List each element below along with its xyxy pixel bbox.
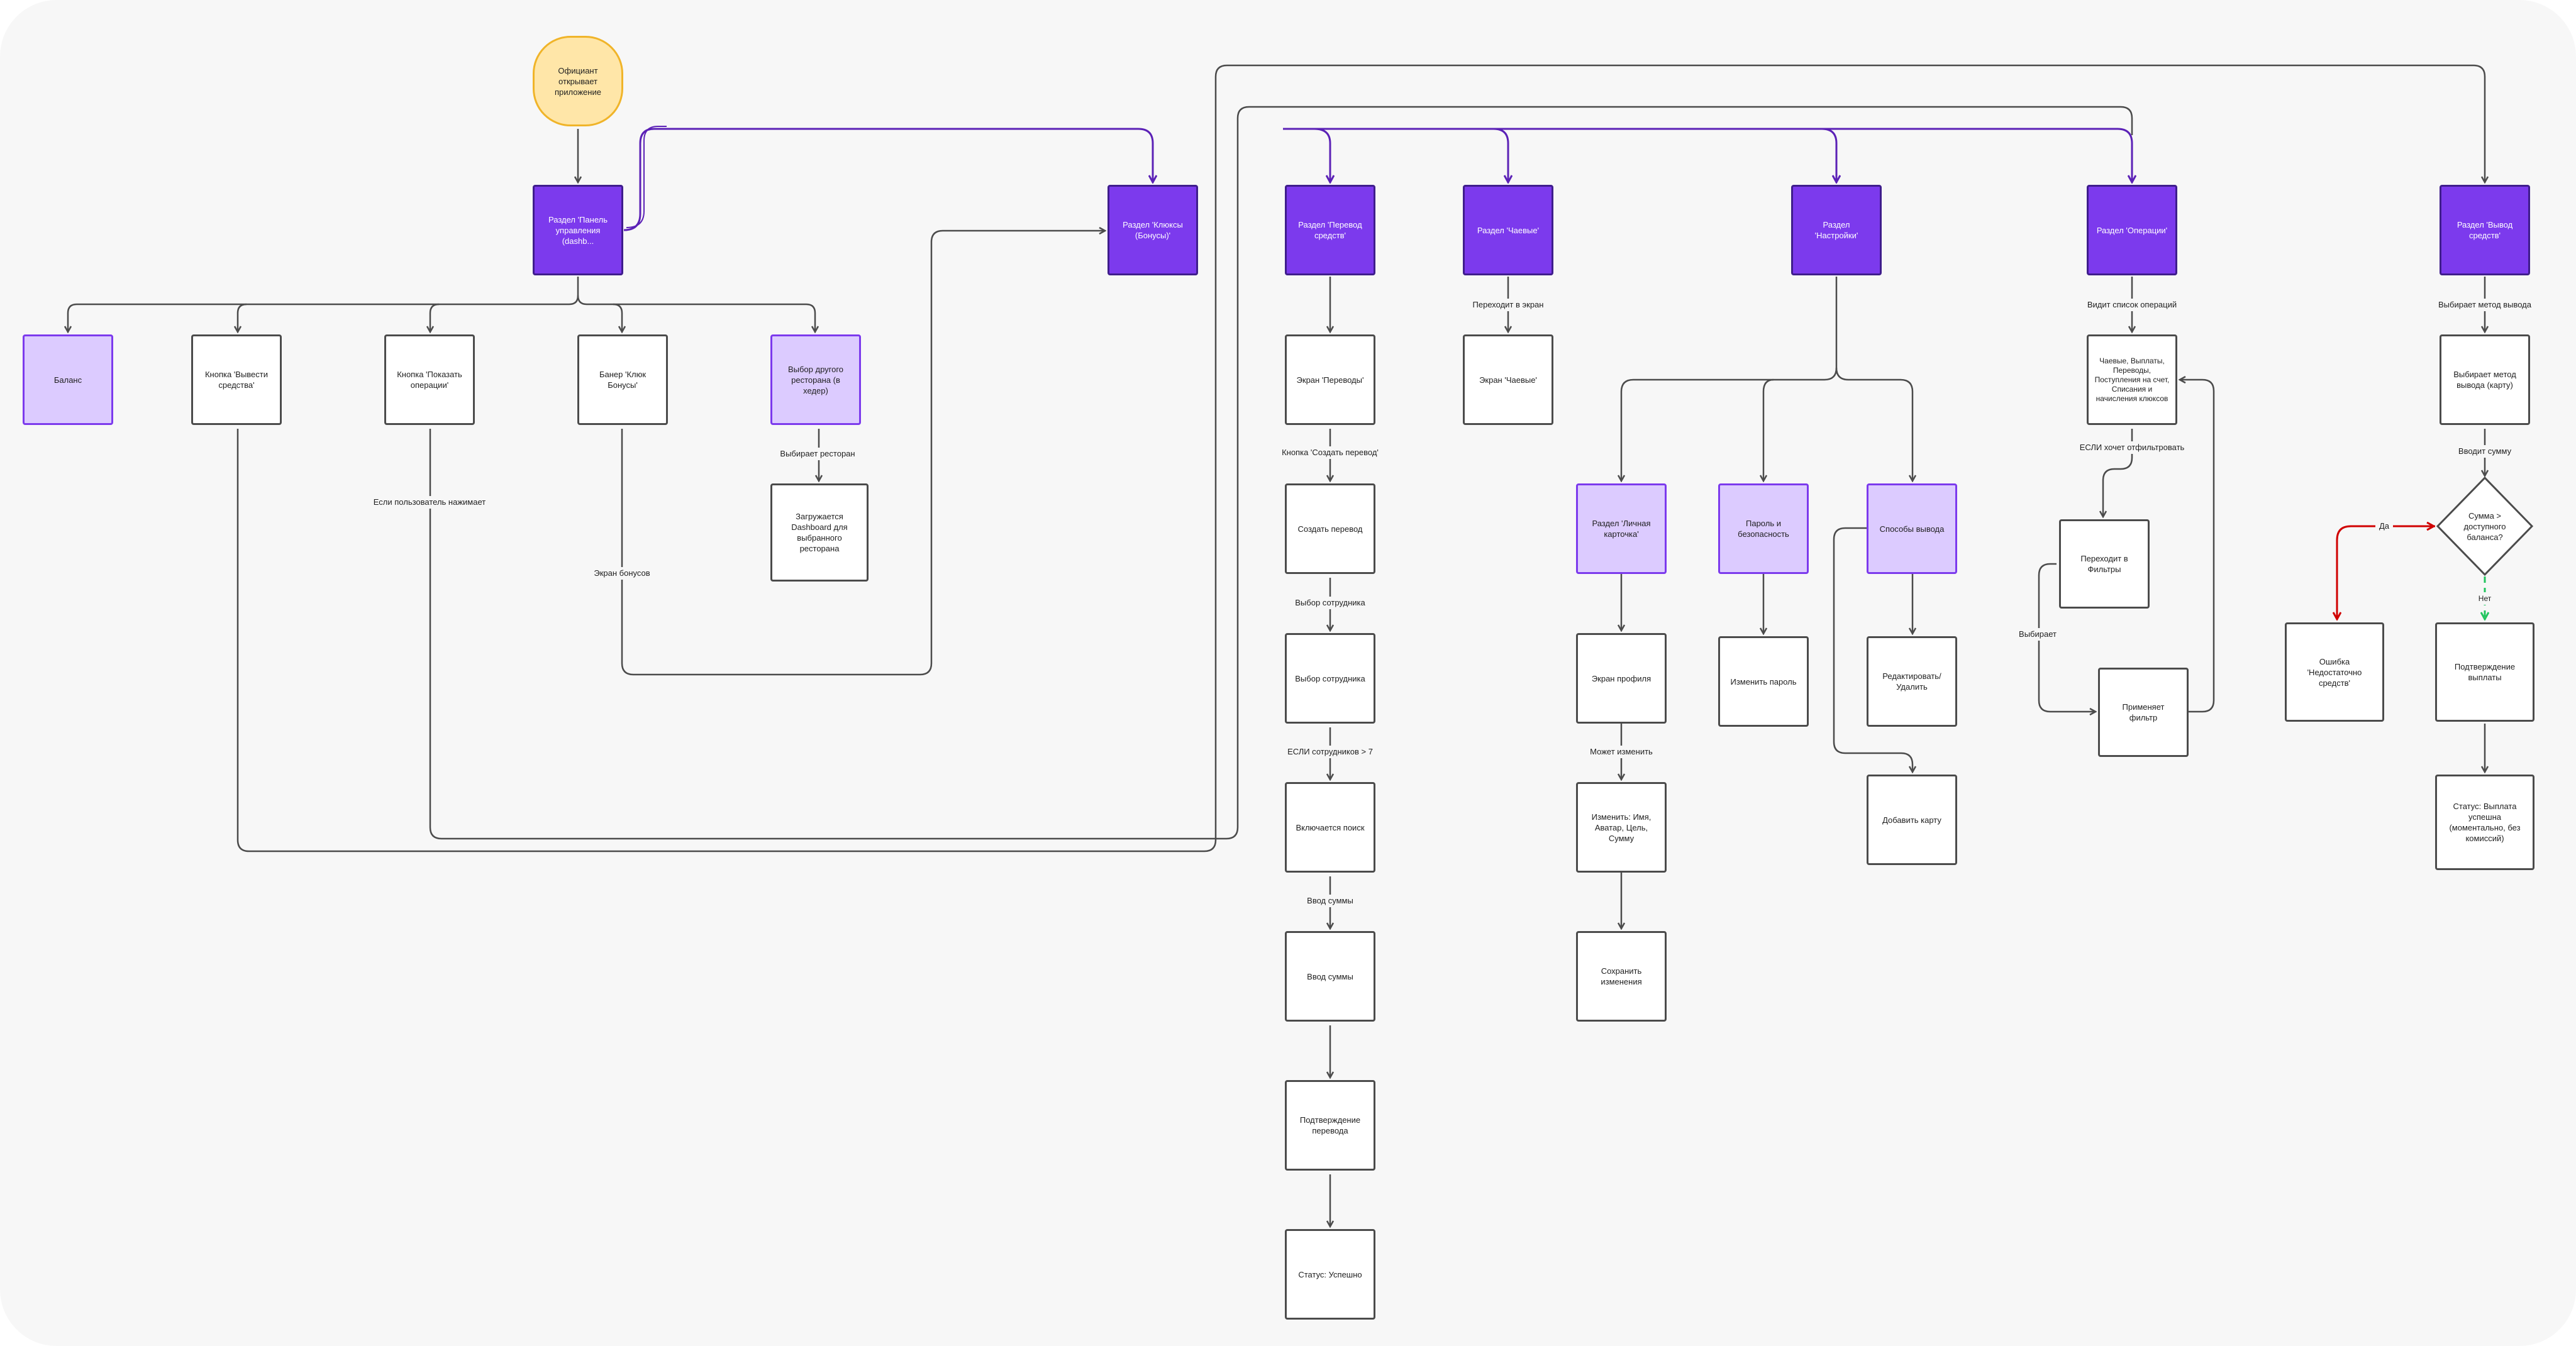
go-filters-node: Переходит в Фильтры: [2059, 519, 2150, 609]
label-yes: Да: [2375, 520, 2394, 532]
choose-restaurant-node: Выбор другого ресторана (в хедер): [770, 334, 861, 425]
label-enters-amount: Вводит сумму: [2454, 445, 2516, 458]
label-if-user-clicks: Если пользователь нажимает: [369, 496, 490, 509]
edge-banner-bonuses: [621, 231, 1105, 676]
withdraw-button-node: Кнопка 'Вывести средства': [191, 334, 282, 425]
edge-settings-payout-methods: [1835, 367, 1913, 481]
label-if-employees: ЕСЛИ сотрудников > 7: [1284, 746, 1377, 758]
operations-section-node: Раздел 'Операции': [2087, 185, 2177, 275]
edge-panel-transfer: [1314, 128, 1330, 182]
password-security-node: Пароль и безопасность: [1718, 483, 1809, 574]
edge-panel-settings: [1494, 128, 1836, 182]
status-success-node: Статус: Успешно: [1285, 1229, 1375, 1320]
label-no: Нет: [2474, 592, 2496, 605]
label-sees-ops-list: Видит список операций: [2083, 299, 2181, 311]
tips-section-node: Раздел 'Чаевые': [1463, 185, 1553, 275]
balance-node: Баланс: [23, 334, 113, 425]
edge-settings-personal: [1621, 277, 1838, 481]
search-on-node: Включается поиск: [1285, 782, 1375, 873]
select-employee-node: Выбор сотрудника: [1285, 633, 1375, 724]
decision-diamond: [2436, 476, 2534, 576]
payout-methods-node: Способы вывода: [1867, 483, 1957, 574]
apply-filter-node: Применяет фильтр: [2098, 668, 2189, 757]
label-if-wants-filter: ЕСЛИ хочет отфильтровать: [2075, 441, 2189, 454]
decision-text: Сумма > доступного баланса?: [2463, 510, 2506, 542]
edge-panel-choose: [613, 303, 815, 332]
edge-methods-add: [1833, 527, 1913, 772]
confirm-transfer-node: Подтверждение перевода: [1285, 1080, 1375, 1171]
transfer-section-node: Раздел 'Перевод средств': [1285, 185, 1375, 275]
error-funds-node: Ошибка 'Недостаточно средств': [2285, 622, 2384, 722]
start-node: Официант открывает приложение: [533, 36, 623, 126]
edge-ops-operations: [429, 106, 2133, 840]
payout-section-node: Раздел 'Вывод средств': [2440, 185, 2530, 275]
banner-node: Банер 'Клюк Бонусы': [577, 334, 668, 425]
save-changes-node: Сохранить изменения: [1576, 931, 1667, 1022]
label-bonus-screen: Экран бонусов: [590, 567, 654, 580]
label-selects: Выбирает: [2015, 628, 2060, 641]
label-select-employee: Выбор сотрудника: [1291, 597, 1369, 609]
dashboard-loaded-node: Загружается Dashboard для выбранного рес…: [770, 483, 869, 582]
change-password-node: Изменить пароль: [1718, 636, 1809, 727]
transfers-screen-node: Экран 'Переводы': [1285, 334, 1375, 425]
settings-section-node: Раздел 'Настройки': [1791, 185, 1882, 275]
label-create-transfer-button: Кнопка 'Создать перевод': [1278, 446, 1382, 459]
edge-panel-tips: [1283, 128, 1508, 182]
edge-panel-bonuses: [623, 128, 1153, 231]
add-card-node: Добавить карту: [1867, 775, 1957, 865]
change-fields-node: Изменить: Имя, Аватар, Цель, Сумму: [1576, 782, 1667, 873]
edit-delete-node: Редактировать/ Удалить: [1867, 636, 1957, 727]
label-selects-restaurant: Выбирает ресторан: [776, 448, 859, 460]
edge-settings-password: [1763, 378, 1774, 481]
edge-list-filters: [2103, 429, 2133, 517]
ops-button-node: Кнопка 'Показать операции': [384, 334, 475, 425]
confirm-payout-node: Подтверждение выплаты: [2435, 622, 2534, 722]
choose-method-node: Выбирает метод вывода (карту): [2440, 334, 2530, 425]
edge-panel-ops: [430, 303, 440, 332]
label-selects-method: Выбирает метод вывода: [2434, 299, 2536, 311]
create-transfer-node: Создать перевод: [1285, 483, 1375, 574]
edge-panel-balance: [68, 277, 579, 332]
bonuses-section-node: Раздел 'Клюксы (Бонусы)': [1108, 185, 1198, 275]
edge-panel-operations: [1822, 128, 2132, 182]
profile-screen-node: Экран профиля: [1576, 633, 1667, 724]
edge-decision-yes: [2337, 525, 2435, 619]
enter-amount-node: Ввод суммы: [1285, 931, 1375, 1022]
edge-panel-withdraw: [238, 303, 247, 332]
payout-status-node: Статус: Выплата успешна (моментально, бе…: [2435, 775, 2534, 870]
edge-withdraw-payout: [236, 64, 2485, 852]
edge-panel-banner: [577, 295, 622, 332]
tips-screen-node: Экран 'Чаевые': [1463, 334, 1553, 425]
panel-section-node: Раздел 'Панель управления (dashb...: [533, 185, 623, 275]
label-go-to-screen: Переходит в экран: [1468, 299, 1548, 311]
label-enter-amount: Ввод суммы: [1303, 895, 1357, 907]
edge-apply-list: [2180, 380, 2215, 713]
ops-list-node: Чаевые, Выплаты, Переводы, Поступления н…: [2087, 334, 2177, 425]
label-can-change: Может изменить: [1586, 746, 1657, 758]
personal-card-node: Раздел 'Личная карточка': [1576, 483, 1667, 574]
